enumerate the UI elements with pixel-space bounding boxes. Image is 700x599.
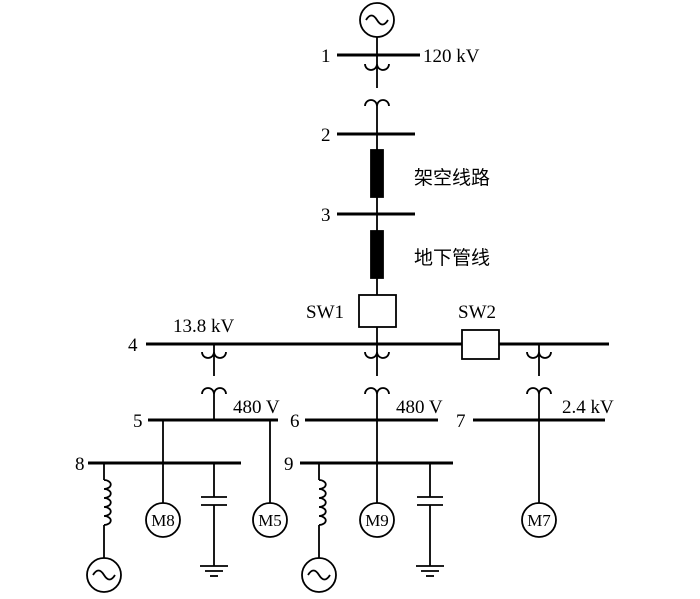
bus-5-number: 5: [133, 411, 143, 432]
underground-cable-segment: [370, 230, 384, 279]
motor-m8-label: M8: [151, 511, 175, 530]
overhead-line-segment: [370, 149, 384, 198]
motor-m7: [521, 502, 557, 538]
bus-7-number: 7: [456, 411, 466, 432]
generator-bus8: [86, 557, 122, 593]
generator-main: [359, 2, 395, 38]
switch-sw1-label: SW1: [306, 302, 344, 323]
capacitor-bus8: [201, 463, 227, 566]
motor-m7-label: M7: [527, 511, 551, 530]
motor-m5: [252, 502, 288, 538]
transformer-4-5: [201, 344, 227, 420]
bus-1-number: 1: [321, 46, 331, 67]
transformer-4-6: [364, 344, 390, 420]
bus-3-number: 3: [321, 205, 331, 226]
underground-cable-label: 地下管线: [414, 247, 490, 269]
reactor-bus8: [103, 463, 112, 558]
switch-sw2-label: SW2: [458, 302, 496, 323]
reactor-bus9: [318, 463, 327, 558]
switch-sw1: [358, 294, 397, 328]
bus-7-voltage: 2.4 kV: [562, 397, 614, 418]
motor-m9-label: M9: [365, 511, 389, 530]
motor-m9: [359, 502, 395, 538]
ground-bus8: [200, 565, 228, 577]
bus-1-voltage: 120 kV: [423, 46, 480, 67]
overhead-line-label: 架空线路: [414, 167, 490, 189]
capacitor-bus9: [417, 463, 443, 566]
motor-m8: [145, 502, 181, 538]
transformer-1-2: [364, 55, 390, 134]
bus-4-voltage: 13.8 kV: [173, 316, 235, 337]
bus-6-number: 6: [290, 411, 300, 432]
generator-bus9: [301, 557, 337, 593]
switch-sw2: [461, 329, 500, 360]
bus-4-number: 4: [128, 335, 138, 356]
bus-5-voltage: 480 V: [233, 397, 280, 418]
bus-8-number: 8: [75, 454, 85, 475]
bus-6-voltage: 480 V: [396, 397, 443, 418]
transformer-4-7: [526, 344, 552, 420]
bus-9-number: 9: [284, 454, 294, 475]
ground-bus9: [416, 565, 444, 577]
motor-m5-label: M5: [258, 511, 282, 530]
bus-2-number: 2: [321, 125, 331, 146]
